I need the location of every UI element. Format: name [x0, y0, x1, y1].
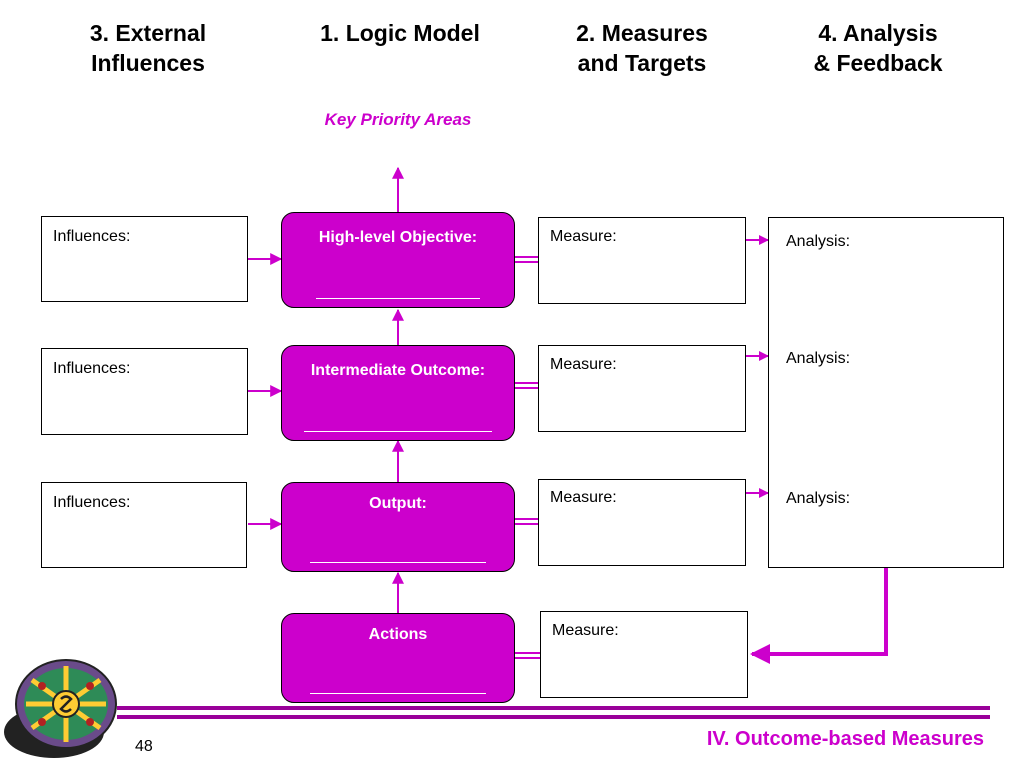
header-analysis-feedback: 4. Analysis & Feedback — [813, 20, 943, 76]
header-measures-targets: 2. Measures and Targets — [576, 20, 708, 76]
intermediate-outcome-box: Intermediate Outcome: — [281, 345, 515, 441]
footer-rule-top — [117, 706, 990, 710]
influences-label: Influences: — [53, 228, 131, 245]
measure-box-2: Measure: — [538, 345, 746, 432]
influences-label: Influences: — [53, 494, 131, 511]
measure-label: Measure: — [552, 622, 619, 639]
influences-box-3: Influences: — [41, 482, 247, 568]
analysis-box: Analysis: Analysis: Analysis: — [768, 217, 1004, 568]
fill-in-line — [310, 562, 486, 563]
header-external-influences: 3. External Influences — [89, 20, 207, 76]
influences-box-1: Influences: — [41, 216, 248, 302]
output-label: Output: — [369, 495, 427, 512]
high-level-objective-box: High-level Objective: — [281, 212, 515, 308]
analysis-label-2: Analysis: — [786, 350, 851, 367]
fill-in-line — [316, 298, 480, 299]
influences-box-2: Influences: — [41, 348, 248, 435]
high-level-objective-label: High-level Objective: — [318, 229, 478, 246]
feedback-arrow — [750, 568, 888, 664]
fill-in-line — [304, 431, 492, 432]
measure-box-4: Measure: — [540, 611, 748, 698]
footer-rule-bottom — [117, 715, 990, 719]
measure-box-3: Measure: — [538, 479, 746, 566]
measure-label: Measure: — [550, 489, 617, 506]
analysis-label-3: Analysis: — [786, 490, 851, 507]
measure-label: Measure: — [550, 356, 617, 373]
influences-label: Influences: — [53, 360, 131, 377]
intermediate-outcome-label: Intermediate Outcome: — [310, 362, 486, 379]
actions-box: Actions — [281, 613, 515, 703]
analysis-label-1: Analysis: — [786, 233, 851, 250]
fill-in-line — [310, 693, 486, 694]
key-priority-areas-label: Key Priority Areas — [324, 110, 472, 129]
footer-title: IV. Outcome-based Measures — [706, 728, 984, 750]
page-number: 48 — [135, 738, 153, 755]
measure-box-1: Measure: — [538, 217, 746, 304]
output-box: Output: — [281, 482, 515, 572]
header-logic-model: 1. Logic Model — [320, 20, 480, 46]
logo-emblem-icon — [4, 659, 117, 758]
actions-label: Actions — [368, 626, 428, 643]
measure-label: Measure: — [550, 228, 617, 245]
